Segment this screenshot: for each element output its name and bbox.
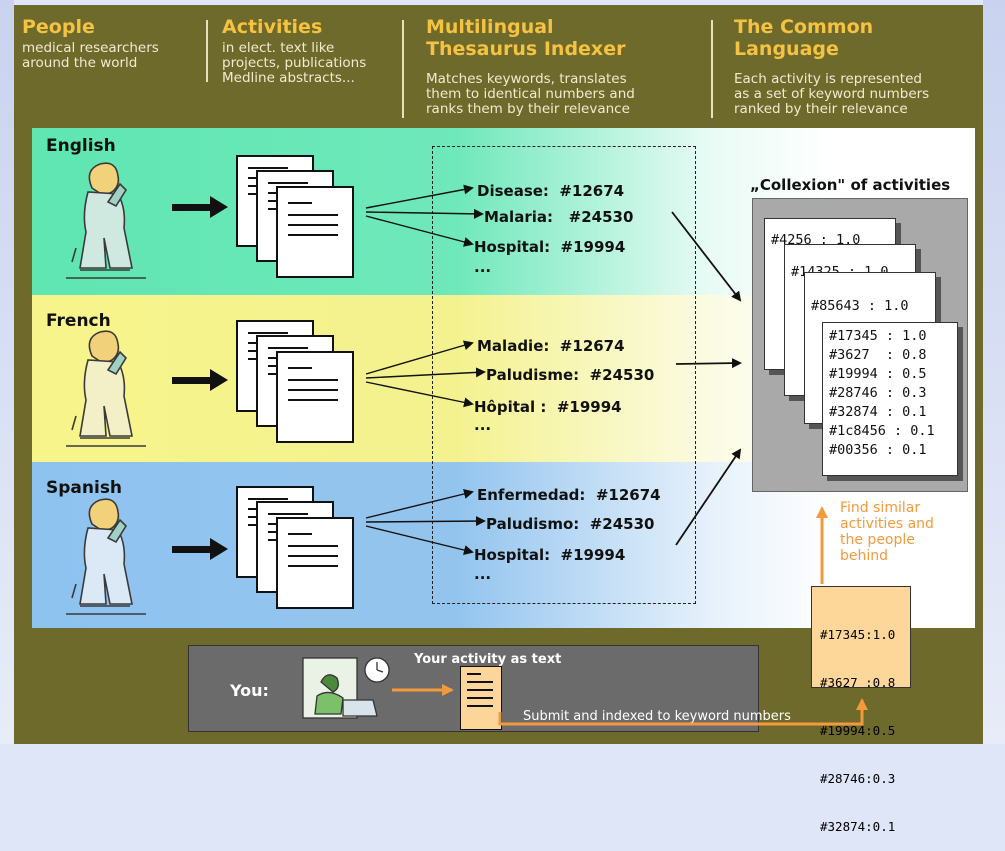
header-activities-title: Activities	[222, 16, 323, 38]
header-activities-sub-line: Medline abstracts...	[222, 70, 355, 86]
card-line: #28746 : 0.3	[829, 385, 927, 401]
collexion-title: „Collexion" of activities	[750, 176, 951, 194]
header-people-sub-line: around the world	[22, 55, 138, 71]
number-line: #17345:1.0	[820, 627, 896, 642]
card-line: #19994 : 0.5	[829, 366, 927, 382]
find-line: Find similar	[840, 500, 921, 516]
activity-card-front: #17345 : 1.0 #3627 : 0.8 #19994 : 0.5 #2…	[822, 322, 958, 476]
card-line: #00356 : 0.1	[829, 442, 927, 458]
page-edge-right	[983, 0, 1005, 744]
your-activity-label: Your activity as text	[414, 652, 562, 667]
number-line: #19994:0.5	[820, 723, 896, 738]
header-language-sub-line: ranked by their relevance	[734, 101, 908, 117]
header-language-sub: Each activity is represented as a set of…	[734, 72, 929, 117]
header-people-title: People	[22, 16, 95, 38]
header-indexer-title: Multilingual Thesaurus Indexer	[426, 16, 626, 60]
keyword-spanish: Paludismo: #24530	[486, 515, 655, 533]
header-people-sub-line: medical researchers	[22, 40, 159, 56]
find-line: behind	[840, 548, 889, 564]
number-line: #32874:0.1	[820, 819, 896, 834]
header-indexer-sub: Matches keywords, translates them to ide…	[426, 72, 635, 117]
header-indexer-sub-line: Matches keywords, translates	[426, 71, 627, 87]
keyword-english: Malaria: #24530	[484, 208, 634, 226]
page-edge-left	[0, 0, 14, 744]
header-people-sub: medical researchers around the world	[22, 41, 159, 71]
header-language-sub-line: as a set of keyword numbers	[734, 86, 930, 102]
document-icon	[276, 517, 354, 609]
language-label-english: English	[46, 136, 116, 156]
keyword-french: Hôpital : #19994	[474, 398, 622, 416]
find-line: the people	[840, 532, 915, 548]
card-line: #1c8456 : 0.1	[829, 423, 935, 439]
your-keyword-numbers: #17345:1.0 #3627 :0.8 #19994:0.5 #28746:…	[811, 586, 911, 834]
number-line: #28746:0.3	[820, 771, 896, 786]
number-line: #3627 :0.8	[820, 675, 896, 690]
header-indexer-sub-line: ranks them by their relevance	[426, 101, 630, 117]
find-similar-text: Find similar activities and the people b…	[840, 500, 934, 564]
header-separator	[711, 20, 713, 118]
your-document-icon	[460, 666, 502, 730]
header-indexer-sub-line: them to identical numbers and	[426, 86, 635, 102]
submit-text: Submit and indexed to keyword numbers	[523, 709, 791, 724]
document-icon	[276, 186, 354, 278]
language-label-french: French	[46, 311, 111, 331]
you-label: You:	[230, 681, 269, 700]
card-line: #3627 : 0.8	[829, 347, 927, 363]
header-activities-sub-line: projects, publications	[222, 55, 367, 71]
header-separator	[402, 20, 404, 118]
card-line: #17345 : 1.0	[829, 328, 927, 344]
header-activities-sub-line: in elect. text like	[222, 40, 335, 56]
card-line: #85643 : 1.0	[811, 298, 909, 314]
header-language-title: The Common Language	[734, 16, 874, 60]
keyword-french: Paludisme: #24530	[486, 366, 655, 384]
keyword-french-ellipsis: ...	[474, 416, 492, 434]
header-separator	[206, 20, 208, 82]
keyword-spanish-ellipsis: ...	[474, 565, 492, 583]
keyword-english: Disease: #12674	[477, 182, 625, 200]
keyword-english: Hospital: #19994	[474, 238, 626, 256]
document-icon	[276, 351, 354, 443]
header-activities-sub: in elect. text like projects, publicatio…	[222, 41, 366, 86]
language-label-spanish: Spanish	[46, 478, 123, 498]
keyword-spanish: Hospital: #19994	[474, 546, 626, 564]
card-line: #32874 : 0.1	[829, 404, 927, 420]
keyword-spanish: Enfermedad: #12674	[477, 486, 661, 504]
header-language-sub-line: Each activity is represented	[734, 71, 922, 87]
find-line: activities and	[840, 516, 934, 532]
keyword-french: Maladie: #12674	[477, 337, 625, 355]
keyword-english-ellipsis: ...	[474, 258, 492, 276]
